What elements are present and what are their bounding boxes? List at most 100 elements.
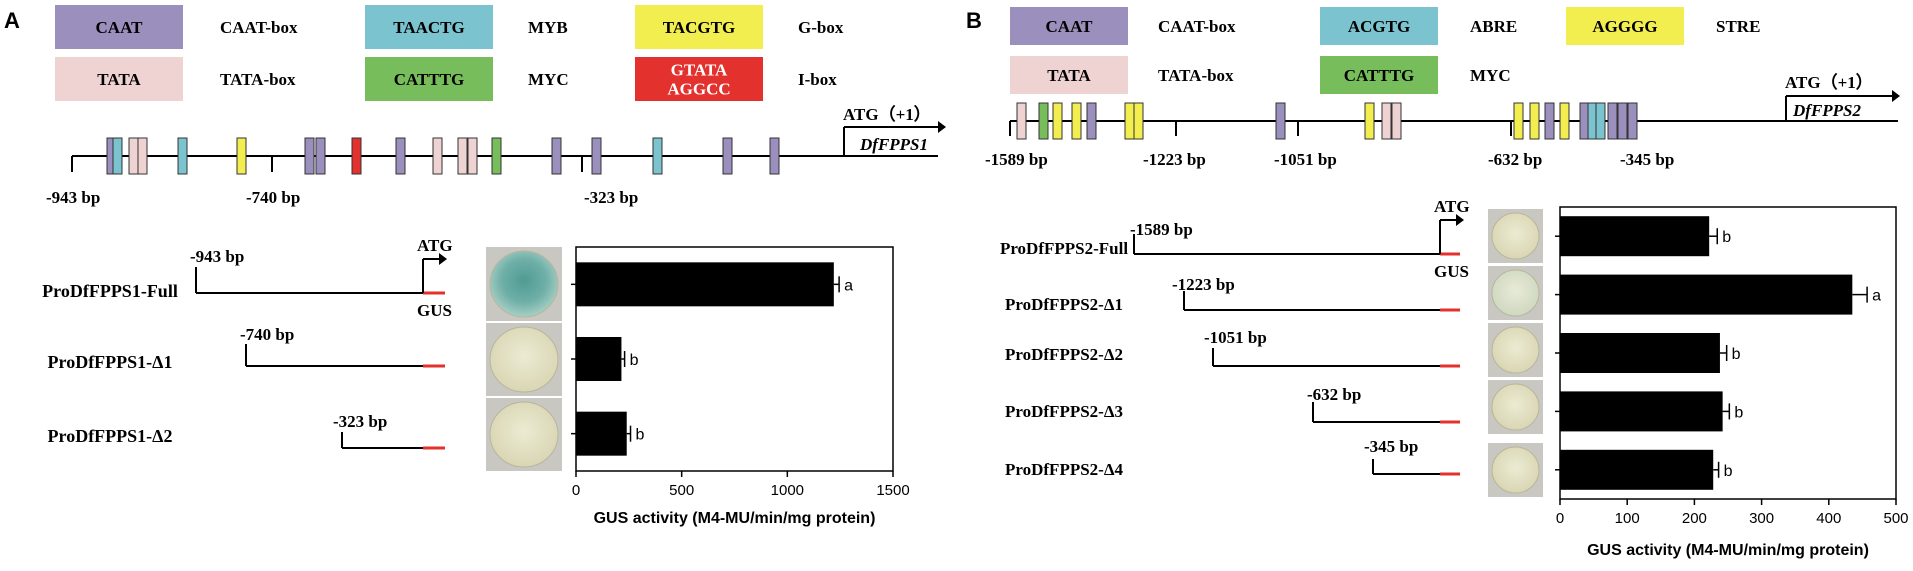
arrow-head-icon (938, 121, 946, 133)
legend-sequence: CAAT (96, 18, 144, 37)
x-tick-label: 1000 (771, 482, 804, 499)
arrow-head-icon (1892, 90, 1900, 102)
bar (1560, 449, 1714, 490)
cis-element-box (722, 137, 733, 175)
cis-element-box (1544, 102, 1555, 140)
legend-name: STRE (1716, 17, 1760, 36)
bar (576, 337, 622, 381)
cis-element-box (1124, 102, 1135, 140)
construct-start-label: -943 bp (190, 247, 244, 266)
significance-label: b (1722, 229, 1731, 246)
legend-swatch (635, 5, 763, 49)
bar (1560, 333, 1720, 373)
cis-element-box (1381, 102, 1392, 140)
gus-label: GUS (1434, 262, 1469, 281)
legend-sequence: TAACTG (393, 18, 464, 37)
x-tick-label: 100 (1615, 510, 1640, 527)
construct-start-label: -740 bp (240, 325, 294, 344)
significance-label: b (630, 352, 639, 369)
cis-element-box (177, 137, 188, 175)
x-tick-label: 200 (1682, 510, 1707, 527)
constructs: ProDfFPPS1-Full -943 bp ProDfFPPS1-Δ1 -740 … (42, 236, 453, 450)
position-label: -345 bp (1620, 150, 1674, 169)
atg-label: ATG (417, 236, 453, 255)
legend-name: TATA-box (220, 70, 296, 89)
cis-element-box (652, 137, 663, 175)
legend-sequence: AGGGG (1592, 17, 1657, 36)
cis-element-box (137, 137, 148, 175)
bar (576, 262, 834, 307)
arrow-head-icon (1456, 214, 1464, 226)
position-label: -632 bp (1488, 150, 1542, 169)
cis-element-box (112, 137, 123, 175)
cis-element-box (1529, 102, 1540, 140)
significance-label: b (1734, 404, 1743, 421)
cis-element-box (1016, 102, 1027, 140)
legend-name: I-box (798, 70, 837, 89)
leaf-disc (489, 250, 559, 318)
legend-sequence: CATTTG (394, 70, 465, 89)
cis-element-box (1364, 102, 1375, 140)
construct-name: ProDfFPPS2-Δ4 (1005, 460, 1123, 479)
cis-element-box (1607, 102, 1618, 140)
x-tick-label: 300 (1749, 510, 1774, 527)
cis-element-box (551, 137, 562, 175)
construct-start-label: -345 bp (1364, 437, 1418, 456)
significance-label: b (1732, 346, 1741, 363)
cis-element-box (1617, 102, 1628, 140)
atg-label: ATG（+1） (1785, 72, 1873, 92)
significance-label: a (1872, 288, 1881, 305)
legend-swatch (1320, 56, 1438, 94)
x-tick-label: 0 (1556, 510, 1564, 527)
cis-element-box (315, 137, 326, 175)
cis-element-box (128, 137, 139, 175)
legend-swatch (1010, 7, 1128, 45)
x-tick-label: 500 (669, 482, 694, 499)
cis-element-box (1086, 102, 1097, 140)
bar (1560, 391, 1723, 432)
panel-letter: B (966, 8, 982, 33)
legend-name: TATA-box (1158, 66, 1234, 85)
construct-name: ProDfFPPS1-Full (42, 281, 178, 301)
gus-images (1488, 209, 1543, 497)
leaf-disc (489, 401, 559, 468)
construct-name: ProDfFPPS2-Δ2 (1005, 345, 1123, 364)
cis-element-box (1513, 102, 1524, 140)
position-label: -943 bp (46, 188, 100, 207)
cis-element-box (467, 137, 478, 175)
legend-name: ABRE (1470, 17, 1517, 36)
construct-name: ProDfFPPS2-Full (1000, 239, 1128, 258)
legend-swatch (365, 57, 493, 101)
leaf-disc (1491, 212, 1540, 260)
legend-sequence: CAAT (1046, 17, 1094, 36)
gene-label: DfFPPS1 (859, 135, 928, 154)
position-label: -323 bp (584, 188, 638, 207)
construct-start-label: -632 bp (1307, 385, 1361, 404)
significance-label: b (636, 427, 645, 444)
cis-elements (106, 137, 780, 175)
leaf-disc (1491, 269, 1540, 317)
position-label: -1589 bp (985, 150, 1048, 169)
cis-element-box (1038, 102, 1049, 140)
gus-images (486, 247, 562, 471)
promoter-map: -943 bp -740 bp -323 bp ATG（+1） DfFPPS1 (46, 104, 946, 207)
x-tick-label: 500 (1883, 510, 1908, 527)
significance-label: a (844, 277, 853, 294)
construct-name: ProDfFPPS1-Δ1 (48, 352, 173, 372)
legend-swatch (635, 57, 763, 101)
legend-name: MYB (528, 18, 568, 37)
leaf-disc (1491, 446, 1540, 494)
bar (1560, 216, 1710, 257)
construct-name: ProDfFPPS2-Δ3 (1005, 402, 1123, 421)
position-label: -1223 bp (1143, 150, 1206, 169)
cis-element-box (236, 137, 247, 175)
x-axis-label: GUS activity (M4-MU/min/mg protein) (594, 510, 876, 527)
legend-swatch (55, 5, 183, 49)
legend-name: MYC (1470, 66, 1511, 85)
panel-letter: A (4, 8, 20, 33)
